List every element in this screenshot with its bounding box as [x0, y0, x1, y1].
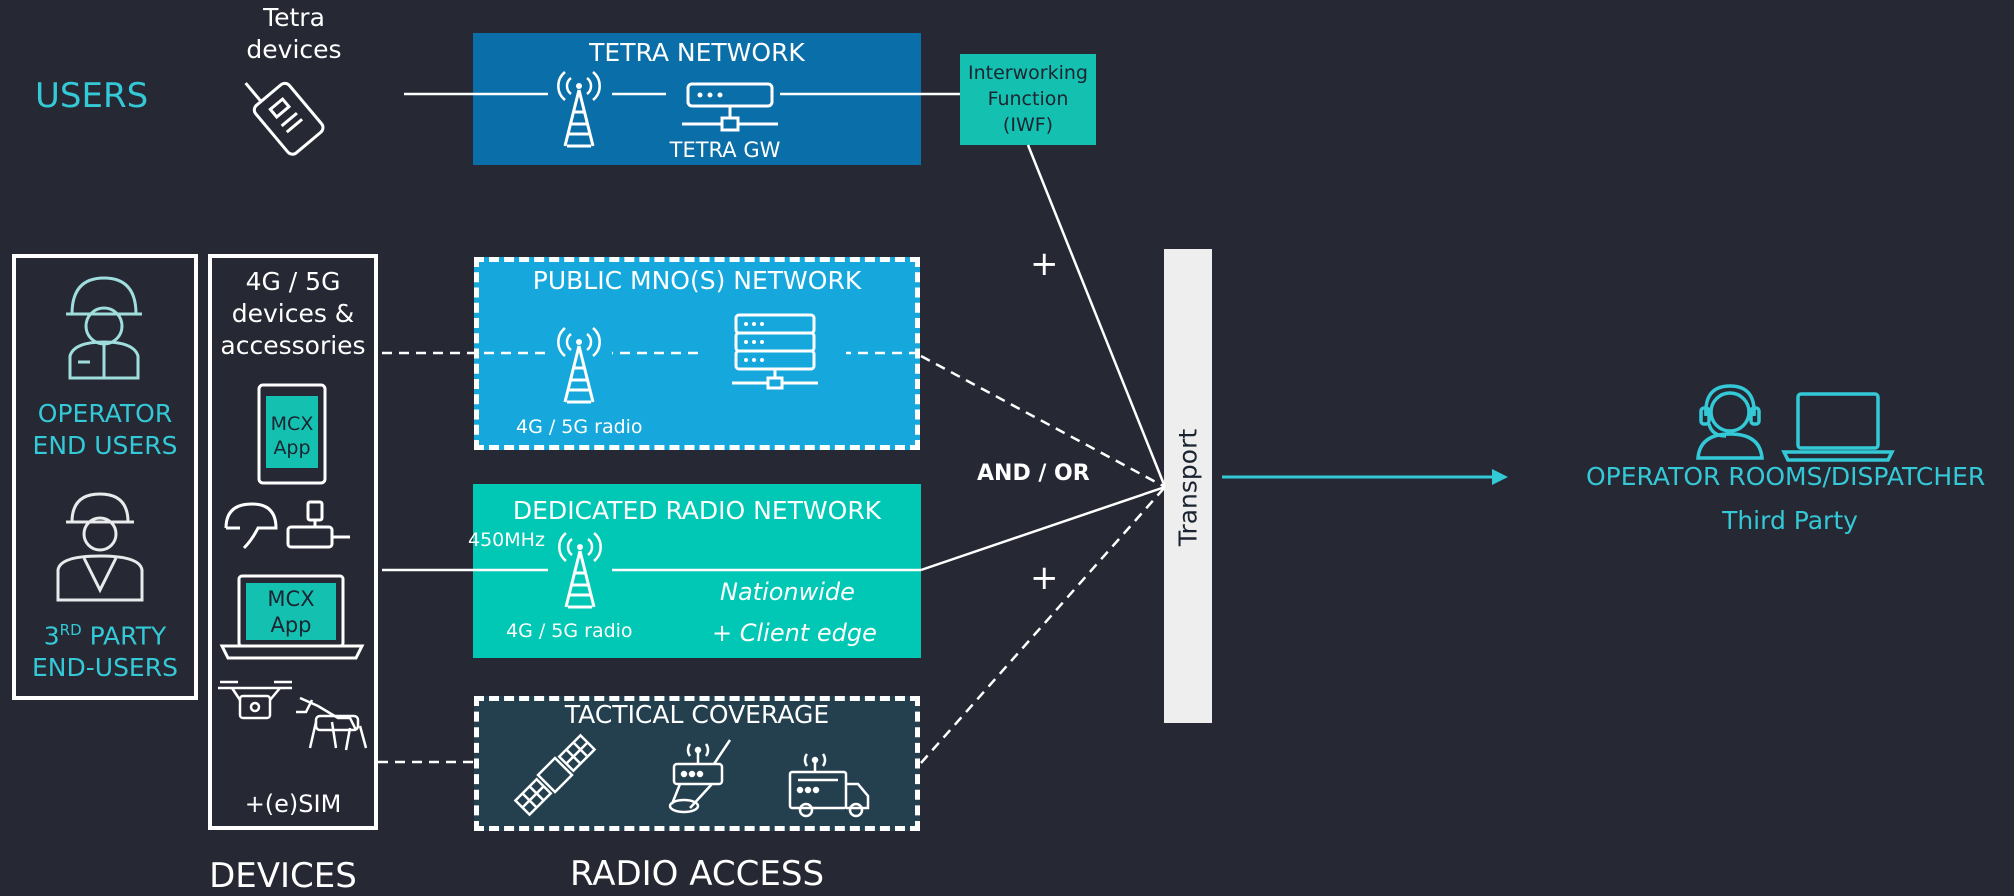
tetra-devices-label: Tetra devices: [246, 3, 342, 64]
dedicated-radio-label: 4G / 5G radio: [506, 620, 633, 642]
tactical-title: TACTICAL COVERAGE: [564, 700, 830, 729]
third-party-sup: RD: [59, 621, 82, 639]
truck-icon: [788, 753, 870, 818]
devices-line3: accessories: [220, 331, 366, 360]
drone-icon: [218, 680, 292, 720]
headset-icon: [1696, 384, 1764, 460]
body-camera-icon: [286, 500, 350, 549]
dedicated-to-transport: [920, 485, 1166, 572]
devices-heading: 4G / 5G devices & accessories: [212, 266, 374, 362]
and-or-label: AND / OR: [977, 461, 1090, 486]
devices-line1: 4G / 5G: [245, 267, 341, 296]
devices-line2: devices &: [231, 299, 355, 328]
third-party-num: 3: [43, 621, 60, 651]
operator-rooms-label: OPERATOR ROOMS/DISPATCHER: [1586, 462, 1986, 491]
mcx-laptop-label: MCX App: [246, 586, 336, 638]
iwf-box: [960, 54, 1096, 145]
iwf-line3: (IWF): [1002, 114, 1054, 136]
plus-bottom: +: [1030, 558, 1059, 598]
operator-end-users-label: OPERATOR END USERS: [16, 398, 194, 462]
client-edge-label: + Client edge: [712, 619, 877, 647]
mcx-phone-line1: MCX: [270, 413, 314, 435]
dedicated-freq-label: 450MHz: [468, 529, 545, 551]
firefighter-icon: [66, 276, 142, 380]
operator-end-users-line1: OPERATOR: [37, 399, 173, 428]
tetra-gw-label: TETRA GW: [669, 138, 781, 162]
end-users-frame: [12, 254, 198, 700]
tactical-to-transport: [920, 486, 1166, 764]
devices-label: DEVICES: [209, 856, 357, 896]
third-party-line1: 3RD PARTY: [16, 614, 194, 652]
radio-access-label: RADIO ACCESS: [569, 854, 825, 894]
mcx-phone-line2: App: [273, 437, 311, 459]
nationwide-label: Nationwide: [720, 578, 855, 606]
public-to-transport: [920, 354, 1166, 489]
users-title: USERS: [35, 76, 149, 116]
third-party-rest: PARTY: [81, 621, 167, 651]
transport-bar: [1164, 249, 1212, 723]
mcx-laptop-icon: [219, 574, 365, 660]
tetra-radio-icon: [244, 81, 325, 156]
operator-rooms-sub: Third Party: [1722, 506, 1858, 535]
devices-frame: [208, 254, 378, 830]
public-network-title: PUBLIC MNO(S) NETWORK: [532, 266, 862, 295]
operator-end-users-line2: END USERS: [32, 431, 178, 460]
mcx-laptop-line1: MCX: [267, 587, 315, 611]
third-party-end-users-label: 3RD PARTY END-USERS: [16, 614, 194, 684]
robot-dog-icon: [296, 696, 368, 751]
worker-icon: [56, 492, 144, 602]
third-party-line2: END-USERS: [32, 653, 178, 683]
iwf-line1: Interworking: [968, 62, 1088, 84]
dedicated-network-title: DEDICATED RADIO NETWORK: [512, 496, 882, 525]
helmet-icon: [224, 502, 278, 550]
transport-label: Transport: [1173, 428, 1203, 547]
plus-top: +: [1030, 244, 1059, 284]
portable-antenna-icon: [668, 739, 732, 814]
tetra-network-title: TETRA NETWORK: [589, 38, 805, 67]
mcx-laptop-line2: App: [270, 613, 312, 637]
iwf-to-transport: [1026, 144, 1167, 488]
operator-laptop-icon: [1781, 392, 1895, 462]
iwf-line2: Function: [987, 88, 1069, 110]
mcx-phone-label: MCX App: [266, 412, 318, 460]
esim-label: +(e)SIM: [244, 790, 342, 818]
iwf-label: Interworking Function (IWF): [960, 60, 1096, 138]
mcx-phone-icon: [257, 383, 327, 485]
public-radio-label: 4G / 5G radio: [516, 416, 643, 438]
satellite-icon: [513, 733, 597, 817]
